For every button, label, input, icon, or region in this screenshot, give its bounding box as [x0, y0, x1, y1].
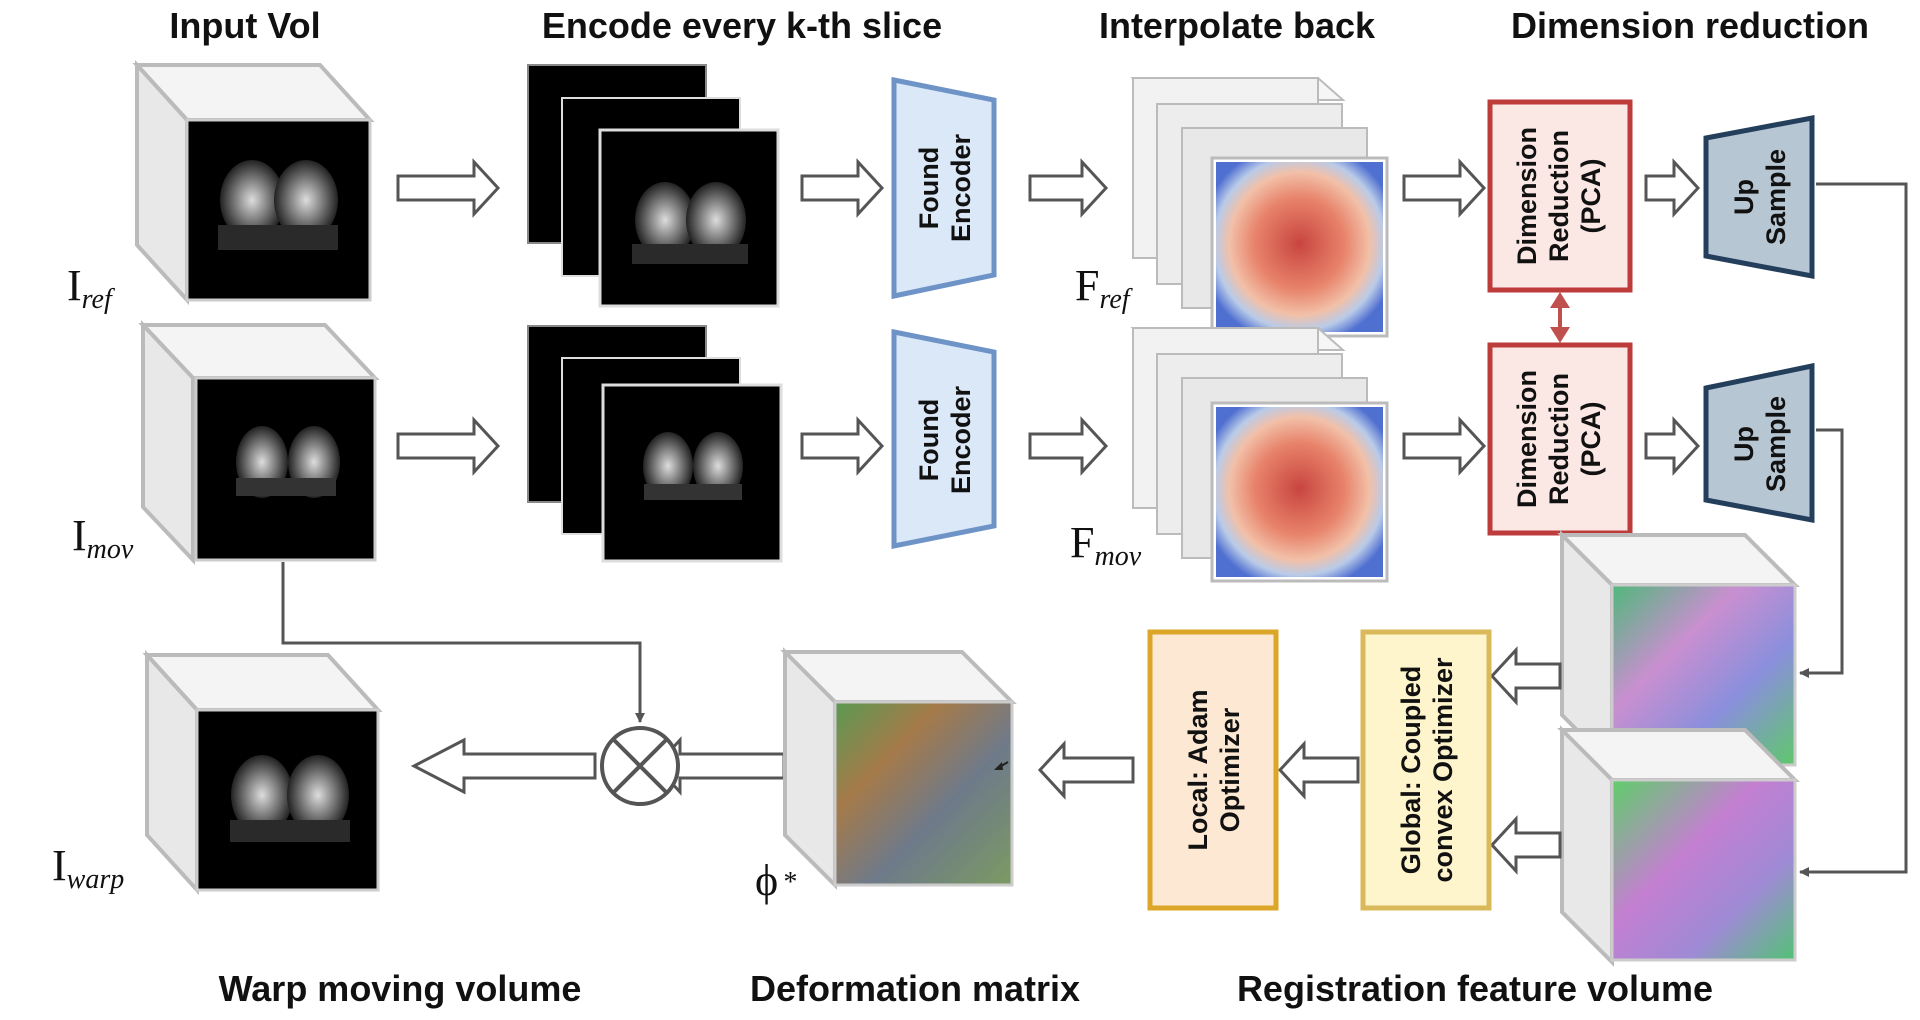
flow-arrow: [1489, 815, 1562, 875]
flow-arrow: [396, 416, 501, 476]
svg-text:Reduction: Reduction: [1544, 373, 1574, 505]
flow-arrow: [410, 737, 597, 795]
flow-arrow: [1028, 416, 1109, 476]
svg-text:convex Optimizer: convex Optimizer: [1428, 657, 1458, 883]
flow-arrow: [1489, 646, 1562, 706]
svg-text:Imov: Imov: [72, 511, 134, 565]
svg-text:Global: Coupled: Global: Coupled: [1396, 666, 1426, 875]
svg-text:Encoder: Encoder: [946, 385, 976, 494]
heading-encode: Encode every k-th slice: [542, 5, 942, 46]
svg-text:(PCA): (PCA): [1576, 402, 1606, 477]
flow-arrow: [396, 158, 501, 218]
flow-arrow: [1277, 740, 1360, 800]
heading-dim-reduction: Dimension reduction: [1511, 5, 1869, 46]
feature-volume-mov: [1130, 327, 1389, 583]
symbol-phi: ϕ*: [755, 856, 796, 905]
upsample-block-bottom: Up Sample: [1703, 362, 1815, 524]
connector-upsample-top: [1799, 182, 1908, 877]
svg-text:Up: Up: [1729, 179, 1759, 215]
svg-text:ϕ*: ϕ*: [755, 856, 796, 905]
svg-text:(PCA): (PCA): [1576, 159, 1606, 234]
connector-mov-to-warp: [281, 562, 645, 723]
svg-text:Found: Found: [914, 147, 944, 229]
svg-text:Iwarp: Iwarp: [52, 841, 124, 895]
flow-arrow: [800, 416, 885, 476]
heading-registration: Registration feature volume: [1237, 968, 1713, 1009]
heading-deformation: Deformation matrix: [750, 968, 1080, 1009]
symbol-i-warp: Iwarp: [52, 841, 124, 895]
deformation-volume: [780, 647, 1017, 890]
flow-arrow: [1037, 740, 1135, 800]
svg-text:Sample: Sample: [1761, 396, 1791, 492]
pca-block-bottom: Dimension Reduction (PCA): [1487, 342, 1633, 536]
feature-volume-ref: [1130, 77, 1389, 338]
flow-arrow: [1644, 158, 1701, 218]
encoder-block-bottom: Found Encoder: [891, 328, 997, 550]
slice-stack-ref: [527, 64, 780, 308]
input-volume-ref: [132, 59, 375, 306]
mri-slice-image: [230, 755, 350, 842]
svg-text:Found: Found: [914, 399, 944, 481]
symbol-f-ref: Fref: [1075, 261, 1133, 315]
flow-arrow: [1402, 158, 1487, 218]
local-optimizer-block: Local: Adam Optimizer: [1147, 629, 1279, 911]
svg-text:Dimension: Dimension: [1512, 370, 1542, 508]
global-optimizer-block: Global: Coupled convex Optimizer: [1360, 629, 1492, 911]
svg-text:Iref: Iref: [67, 261, 115, 315]
svg-text:Up: Up: [1729, 426, 1759, 462]
mri-slice-image: [236, 426, 340, 498]
svg-text:Sample: Sample: [1761, 149, 1791, 245]
flow-arrow: [1028, 158, 1109, 218]
upsample-block-top: Up Sample: [1703, 114, 1815, 280]
input-volume-mov: [138, 319, 380, 566]
flow-arrow: [1402, 416, 1487, 476]
symbol-f-mov: Fmov: [1070, 518, 1142, 572]
heading-warp: Warp moving volume: [219, 968, 582, 1009]
symbol-i-mov: Imov: [72, 511, 134, 565]
pca-shared-link: [1550, 292, 1570, 343]
svg-text:Reduction: Reduction: [1544, 130, 1574, 262]
connector-upsample-bottom: [1799, 428, 1844, 678]
symbol-i-ref: Iref: [67, 261, 115, 315]
mri-slice-image: [218, 160, 338, 250]
warp-operator: [600, 726, 680, 806]
svg-text:Local: Adam: Local: Adam: [1183, 689, 1213, 850]
heading-input-vol: Input Vol: [169, 5, 320, 46]
pca-block-top: Dimension Reduction (PCA): [1487, 99, 1633, 293]
warped-volume: [142, 649, 383, 896]
svg-text:Fref: Fref: [1075, 261, 1133, 315]
svg-text:Encoder: Encoder: [946, 133, 976, 242]
svg-text:Dimension: Dimension: [1512, 127, 1542, 265]
flow-arrow: [1644, 416, 1701, 476]
svg-text:Optimizer: Optimizer: [1215, 707, 1245, 832]
flow-arrow: [800, 158, 885, 218]
slice-stack-mov: [527, 325, 783, 563]
encoder-block-top: Found Encoder: [891, 76, 997, 300]
svg-text:Fmov: Fmov: [1070, 518, 1142, 572]
registration-volume-bottom: [1557, 725, 1800, 967]
heading-interpolate: Interpolate back: [1099, 5, 1376, 46]
